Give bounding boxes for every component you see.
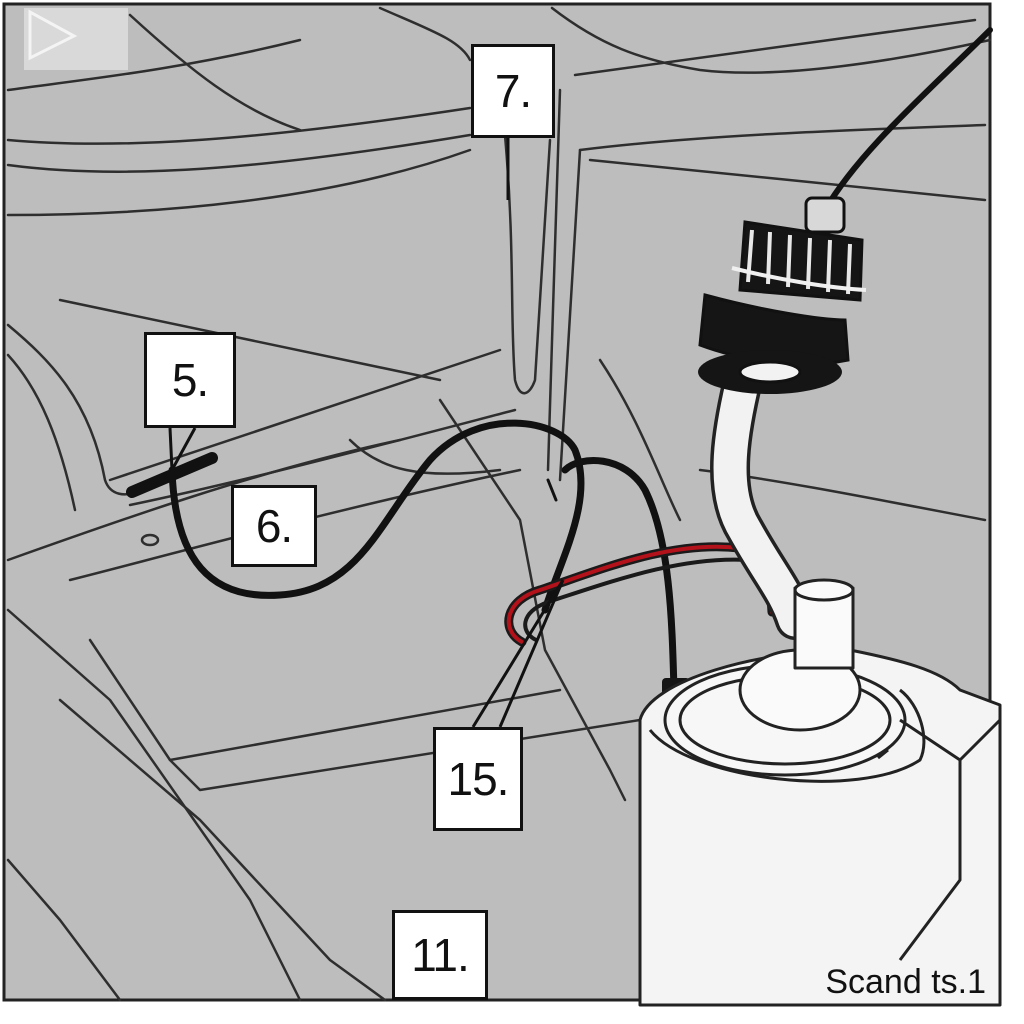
body-panels [6,6,992,1002]
callout-15: 15. [433,727,523,831]
play-triangle-icon [24,8,128,70]
black-cable [126,419,690,726]
callout-11: 11. [392,910,488,1000]
leader-lines [168,138,565,728]
filler-cap [698,196,867,394]
sensor-cable [822,27,993,213]
figure-caption: Scand ts.1 [825,963,986,1001]
callout-5: 5. [144,332,236,428]
callout-7: 7. [471,44,555,138]
fuel-hose [710,340,815,640]
fuel-tank [638,578,1002,1007]
callout-6: 6. [231,485,317,567]
